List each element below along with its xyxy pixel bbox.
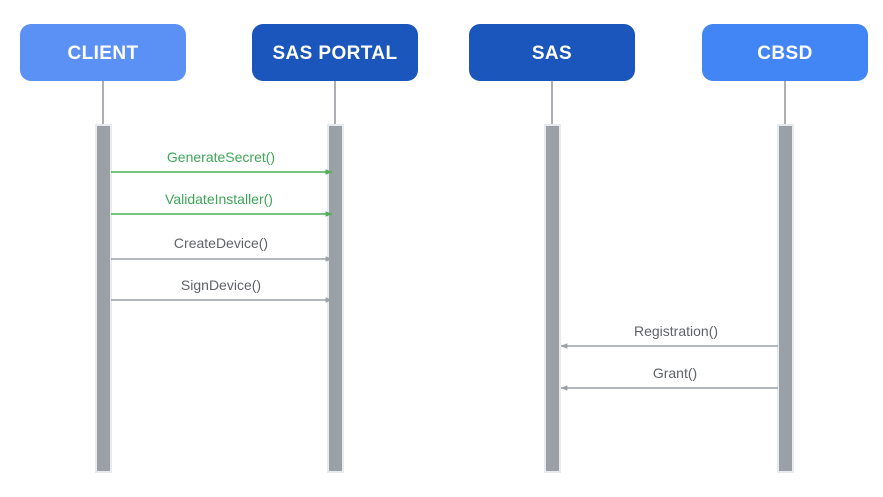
participant-label-client: CLIENT [67, 43, 138, 64]
messages-layer: GenerateSecret() ValidateInstaller() Cre… [111, 149, 778, 391]
participant-cbsd[interactable]: CBSD [702, 24, 868, 81]
activation-bar-client [95, 124, 112, 473]
message-validate-installer[interactable]: ValidateInstaller() [111, 191, 333, 217]
participant-box-sas [469, 24, 635, 81]
participant-box-client [20, 24, 186, 81]
message-grant[interactable]: Grant() [560, 365, 778, 391]
message-label-registration: Registration() [634, 323, 718, 339]
participant-sas[interactable]: SAS [469, 24, 635, 81]
message-label-grant: Grant() [653, 365, 697, 381]
message-generate-secret[interactable]: GenerateSecret() [111, 149, 333, 175]
message-sign-device[interactable]: SignDevice() [111, 277, 333, 303]
message-label-sign-device: SignDevice() [181, 277, 261, 293]
message-label-create-device: CreateDevice() [174, 235, 268, 251]
message-label-validate-installer: ValidateInstaller() [165, 191, 273, 207]
participants-layer: CLIENT SAS PORTAL SAS CBSD [20, 24, 868, 81]
activation-bar-cbsd [777, 124, 794, 473]
participant-label-sas-portal: SAS PORTAL [272, 43, 397, 64]
participant-label-cbsd: CBSD [757, 43, 812, 64]
message-label-generate-secret: GenerateSecret() [167, 149, 275, 165]
message-registration[interactable]: Registration() [560, 323, 778, 349]
message-create-device[interactable]: CreateDevice() [111, 235, 333, 262]
participant-client[interactable]: CLIENT [20, 24, 186, 81]
activation-bar-sas-portal [327, 124, 344, 473]
participant-sas-portal[interactable]: SAS PORTAL [252, 24, 418, 81]
lifelines-layer [102, 81, 786, 126]
participant-box-sas-portal [252, 24, 418, 81]
participant-box-cbsd [702, 24, 868, 81]
activation-bars-layer [95, 124, 794, 473]
participant-label-sas: SAS [532, 43, 572, 64]
activation-bar-sas [544, 124, 561, 473]
